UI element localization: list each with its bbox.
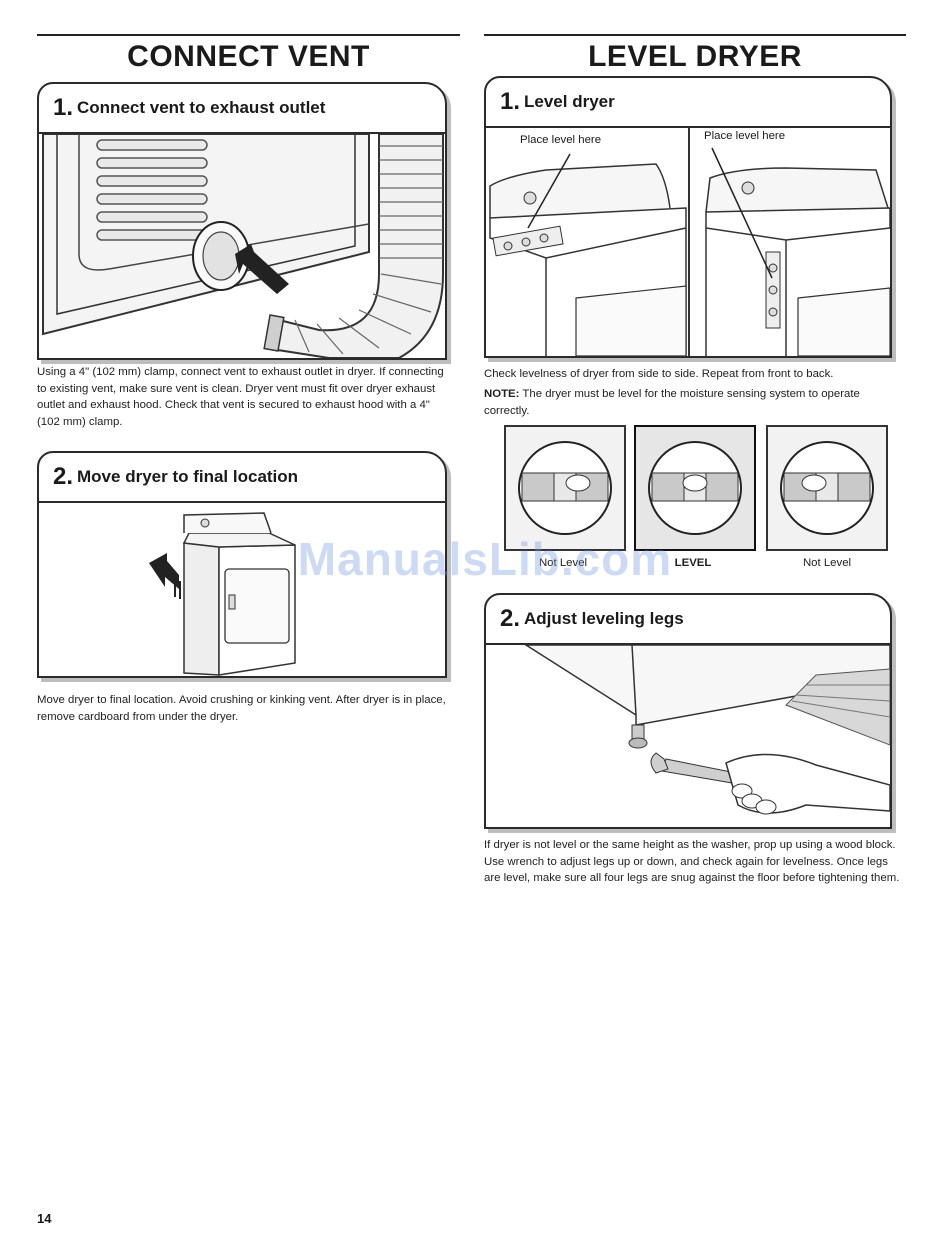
step-header: 2. Adjust leveling legs [486, 595, 890, 645]
level-indicator-tilt-right [766, 425, 888, 551]
step-number: 2. [500, 605, 521, 632]
leveling-legs-drawing [524, 645, 890, 815]
step-number: 1. [53, 94, 74, 121]
callout-front-to-back: Place level here [704, 130, 786, 142]
step-number: 2. [53, 463, 74, 490]
vent-drawing [39, 134, 445, 358]
bubble-level-icon [518, 441, 612, 535]
level-caption: LEVEL [674, 557, 712, 569]
level-caption: Not Level [538, 557, 588, 569]
step-level-dryer: 1. Level dryer Place level here Place le… [484, 76, 892, 358]
move-dryer-drawing [149, 512, 296, 676]
step-move-dryer: 2. Move dryer to final location [37, 451, 447, 678]
level-indicator-tilt-left [504, 425, 626, 551]
step-header: 2. Move dryer to final location [39, 453, 445, 503]
step-connect-vent: 1. Connect vent to exhaust outlet [37, 82, 447, 360]
level-note: NOTE: The dryer must be level for the mo… [484, 386, 904, 419]
step-header: 1. Connect vent to exhaust outlet [39, 84, 445, 134]
level-placement-illustration: Place level here Place level here [486, 128, 890, 356]
step-title: Adjust leveling legs [524, 609, 684, 628]
watermark: ManualsLib.com [297, 533, 673, 585]
level-dryer-section: LEVEL DRYER [484, 34, 906, 76]
step-move-dryer-text: Move dryer to final location. Avoid crus… [37, 694, 446, 723]
level-caption: Not Level [802, 557, 852, 569]
step-adjust-legs-text: If dryer is not level or the same height… [484, 839, 900, 884]
section-title-connect-vent: CONNECT VENT [127, 40, 370, 73]
step-number: 1. [500, 88, 521, 115]
step-header: 1. Level dryer [486, 78, 890, 128]
step-connect-vent-text: Using a 4" (102 mm) clamp, connect vent … [37, 366, 444, 428]
leveling-legs-illustration [486, 645, 890, 827]
section-title-level-dryer: LEVEL DRYER [588, 40, 802, 73]
move-dryer-illustration [39, 503, 445, 676]
figure-divider [688, 128, 690, 356]
level-indicator-level [634, 425, 756, 551]
callout-side-to-side: Place level here [520, 134, 602, 146]
section-rule [484, 34, 906, 36]
step-title: Move dryer to final location [77, 467, 299, 486]
bubble-level-icon [648, 441, 742, 535]
connect-vent-section: CONNECT VENT [37, 34, 460, 76]
vent-illustration [39, 134, 445, 358]
step-title: Connect vent to exhaust outlet [77, 98, 326, 117]
page-number: 14 [37, 1211, 52, 1226]
step-adjust-legs: 2. Adjust leveling legs [484, 593, 892, 829]
note-label: NOTE: [484, 388, 520, 400]
note-text: The dryer must be level for the moisture… [484, 388, 860, 417]
level-placement-drawing [489, 147, 890, 356]
bubble-level-icon [780, 441, 874, 535]
section-rule [37, 34, 460, 36]
step-title: Level dryer [524, 92, 615, 111]
step-level-dryer-text: Check levelness of dryer from side to si… [484, 368, 834, 380]
